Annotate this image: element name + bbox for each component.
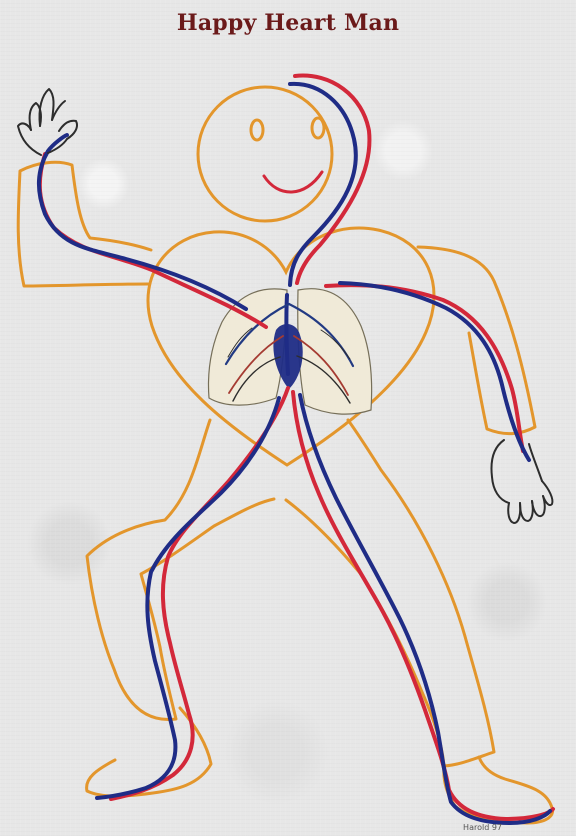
artist-signature: Harold 97 xyxy=(463,823,502,832)
right-lung xyxy=(298,289,372,414)
smile-mouth xyxy=(264,172,322,192)
right-leg-outline xyxy=(286,420,494,766)
left-eye xyxy=(251,120,263,140)
arteries xyxy=(40,76,553,819)
waving-hand-icon xyxy=(18,89,77,155)
veins xyxy=(39,84,550,823)
right-leg-vein xyxy=(300,395,550,823)
body-outline xyxy=(18,87,552,823)
head-vein xyxy=(290,84,356,285)
page-title: Happy Heart Man xyxy=(0,10,576,36)
head-artery xyxy=(295,76,369,283)
left-leg-vein xyxy=(97,398,279,798)
smiley-face xyxy=(251,118,324,140)
right-eye xyxy=(312,118,324,138)
right-leg-artery xyxy=(293,392,553,819)
head-outline xyxy=(198,87,332,221)
